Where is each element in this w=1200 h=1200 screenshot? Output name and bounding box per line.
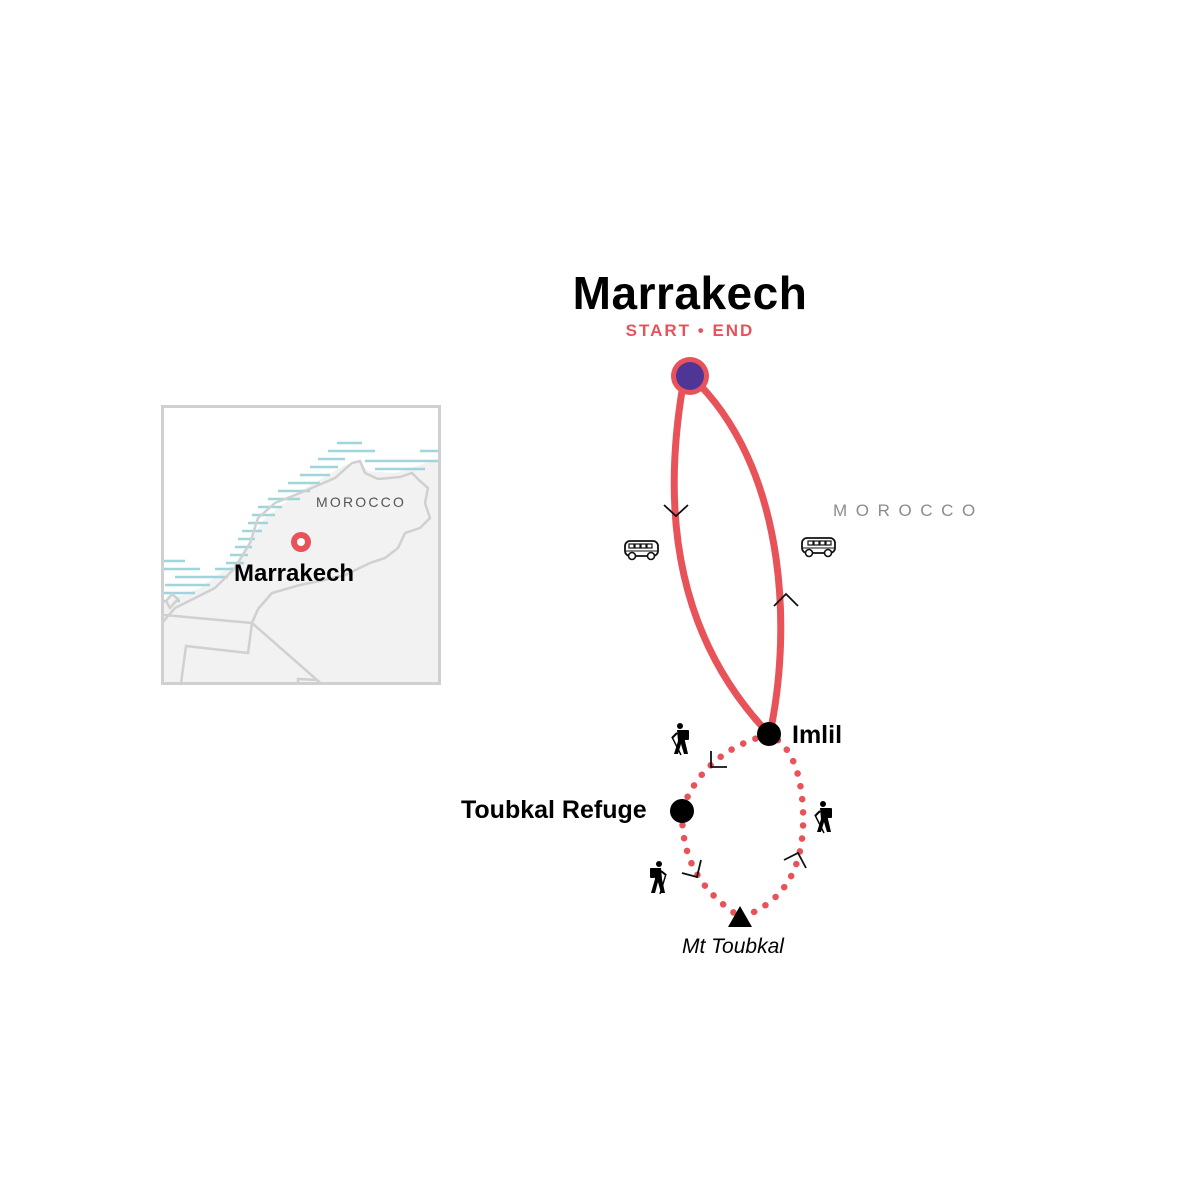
direction-chevron-icon [681, 859, 702, 879]
route-leg-hike-summit-imlil [738, 731, 807, 921]
inset-borders [164, 592, 322, 682]
bus-icon [624, 540, 659, 561]
mt-toubkal-label: Mt Toubkal [682, 935, 784, 958]
route-leg-bus-return [696, 381, 785, 737]
bus-icon [801, 537, 836, 558]
toubkal-refuge-marker[interactable] [670, 799, 694, 823]
route-leg-bus-outbound [670, 381, 772, 737]
inset-locator-map: MOROCCO Marrakech [161, 405, 441, 685]
direction-chevron-up-icon [773, 592, 799, 607]
morocco-outline [164, 459, 432, 623]
inset-country-label: MOROCCO [316, 494, 407, 510]
inset-city-label: Marrakech [234, 560, 355, 587]
hiker-icon [671, 723, 689, 756]
inset-marrakech-marker [291, 532, 311, 552]
hiker-icon [650, 861, 667, 895]
start-end-marker[interactable] [671, 357, 709, 395]
toubkal-refuge-label: Toubkal Refuge [461, 796, 647, 824]
direction-chevron-icon [710, 751, 727, 768]
start-end-subtitle: START • END [625, 321, 755, 340]
route-leg-hike-refuge-summit [678, 808, 744, 921]
direction-chevron-down-icon [663, 504, 689, 518]
direction-chevron-icon [783, 851, 807, 869]
hiker-icon [814, 801, 832, 834]
country-label: MOROCCO [833, 501, 984, 520]
route-leg-hike-imlil-refuge [678, 731, 772, 814]
mountain-peak-icon[interactable] [728, 906, 752, 927]
start-city-title: Marrakech [572, 267, 808, 319]
inset-land [164, 459, 438, 682]
inset-map-graphic [164, 441, 438, 682]
imlil-marker[interactable] [757, 722, 781, 746]
imlil-label: Imlil [792, 721, 843, 749]
